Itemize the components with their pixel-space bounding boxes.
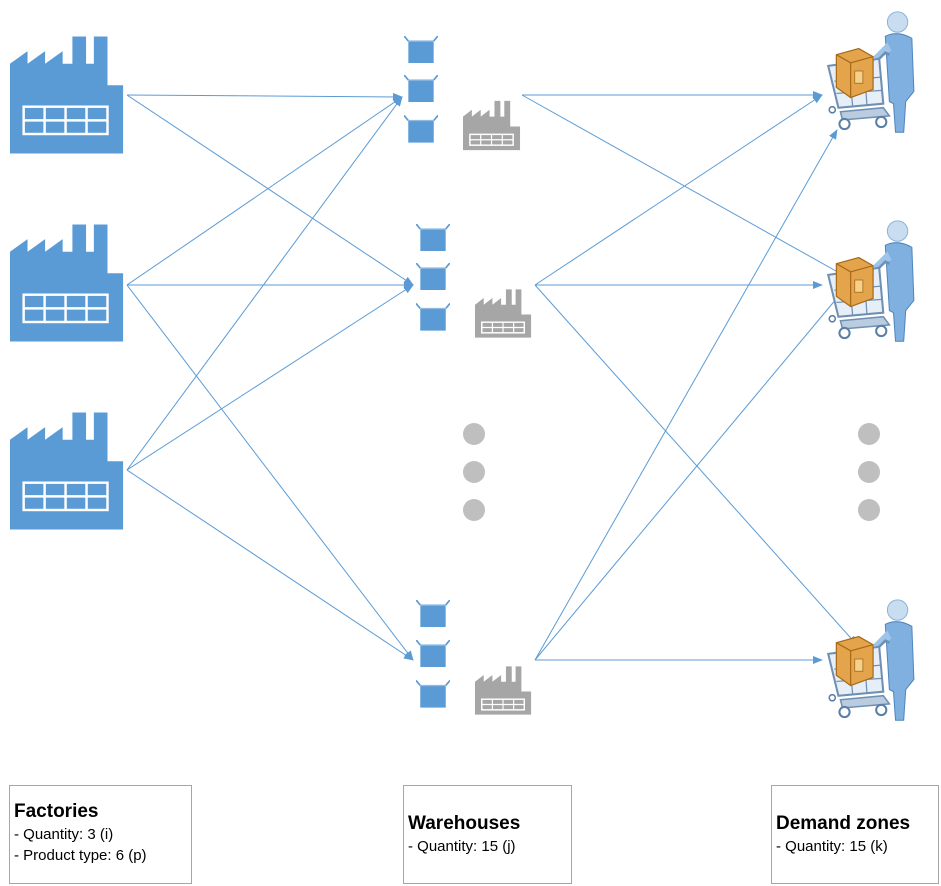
- box-stack-icon: [416, 224, 450, 332]
- link-w1-d2: [521, 94, 853, 281]
- link-f1-w2: [126, 94, 414, 286]
- legend-line: - Quantity: 3 (i): [14, 826, 114, 843]
- link-f3-w1: [126, 96, 403, 471]
- link-f3-w2: [126, 284, 414, 471]
- warehouse-icon: [475, 288, 532, 339]
- legend-demand-zones: Demand zones - Quantity: 15 (k): [771, 785, 939, 884]
- legend-title: Warehouses: [408, 813, 521, 834]
- warehouse-icon: [463, 100, 521, 151]
- legend-warehouses: Warehouses - Quantity: 15 (j): [403, 785, 572, 884]
- warehouse-node: [416, 224, 532, 339]
- link-w3-d1: [534, 129, 838, 661]
- legend-title: Demand zones: [776, 813, 911, 834]
- link-f1-w1: [126, 92, 403, 101]
- shopper-cart-icon: [826, 219, 916, 343]
- ellipsis-dots-icon: [463, 423, 485, 521]
- warehouse-to-demand-links: [521, 91, 858, 664]
- factory-to-warehouse-links: [126, 92, 414, 661]
- legend-title: Factories: [14, 801, 99, 822]
- warehouse-node: [416, 600, 532, 716]
- warehouse-icon: [475, 665, 532, 716]
- link-w3-d2: [534, 279, 853, 661]
- factory-icon: [10, 36, 125, 154]
- legend-factories: Factories - Quantity: 3 (i) - Product ty…: [9, 785, 192, 884]
- legend-line: - Quantity: 15 (j): [408, 838, 516, 855]
- legend-line: - Product type: 6 (p): [14, 847, 147, 864]
- box-stack-icon: [404, 36, 438, 144]
- ellipsis-dots-icon: [858, 423, 880, 521]
- shopper-cart-icon: [826, 598, 916, 722]
- box-stack-icon: [416, 600, 450, 709]
- legend-line: - Quantity: 15 (k): [776, 838, 888, 855]
- link-w2-d1: [534, 94, 823, 286]
- link-w2-d3: [534, 284, 858, 646]
- link-f2-w1: [126, 96, 403, 286]
- factory-icon: [10, 412, 125, 530]
- link-f2-w3: [126, 284, 414, 661]
- factory-icon: [10, 224, 125, 342]
- link-f3-w3: [126, 469, 414, 661]
- warehouse-node: [404, 36, 521, 151]
- shopper-cart-icon: [826, 10, 916, 134]
